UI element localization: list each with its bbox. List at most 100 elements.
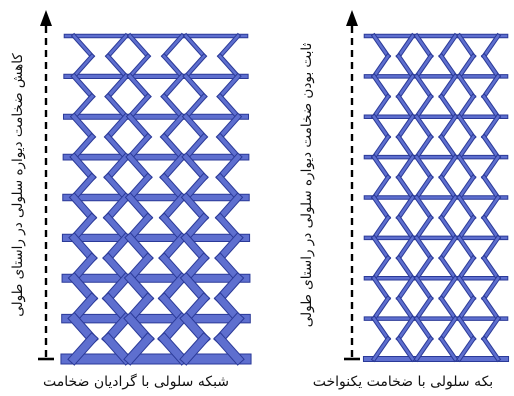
reentrant-strut	[69, 233, 97, 263]
reentrant-strut	[439, 316, 458, 341]
left-axis-arrow	[38, 10, 54, 361]
reentrant-strut	[439, 94, 458, 119]
reentrant-strut	[482, 337, 500, 361]
reentrant-strut	[105, 113, 129, 140]
reentrant-strut	[396, 135, 415, 159]
right-axis-label: ثابت بودن ضخامت دیواره سلولی در راستای ط…	[299, 43, 315, 328]
reentrant-strut	[161, 113, 185, 140]
reentrant-strut	[125, 253, 153, 283]
reentrant-strut	[68, 333, 98, 365]
reentrant-strut	[457, 135, 476, 159]
reentrant-strut	[414, 276, 433, 301]
reentrant-strut	[439, 337, 458, 361]
reentrant-strut	[439, 195, 458, 220]
right-axis-arrow	[344, 10, 360, 361]
reentrant-strut	[482, 236, 500, 260]
reentrant-strut	[104, 213, 130, 242]
reentrant-strut	[482, 114, 500, 139]
reentrant-strut	[182, 173, 208, 201]
reentrant-strut	[127, 94, 151, 120]
reentrant-strut	[159, 253, 187, 283]
reentrant-strut	[126, 173, 152, 201]
reentrant-strut	[69, 273, 97, 304]
reentrant-strut	[104, 153, 130, 181]
reentrant-strut	[457, 34, 476, 58]
reentrant-strut	[439, 175, 458, 200]
reentrant-strut	[216, 213, 242, 242]
reentrant-strut	[372, 175, 390, 200]
reentrant-strut	[182, 153, 208, 181]
reentrant-strut	[372, 337, 390, 361]
reentrant-strut	[160, 213, 186, 242]
reentrant-strut	[159, 233, 187, 263]
reentrant-strut	[414, 236, 433, 260]
reentrant-strut	[70, 153, 96, 181]
reentrant-strut	[161, 134, 185, 160]
reentrant-strut	[482, 54, 500, 79]
reentrant-strut	[70, 193, 96, 222]
reentrant-strut	[103, 253, 131, 283]
reentrant-strut	[180, 333, 210, 365]
reentrant-strut	[126, 213, 152, 242]
reentrant-strut	[396, 195, 415, 220]
reentrant-strut	[372, 34, 390, 58]
reentrant-strut	[372, 74, 390, 99]
reentrant-strut	[457, 337, 476, 361]
reentrant-strut	[414, 215, 433, 240]
reentrant-strut	[181, 253, 209, 283]
reentrant-strut	[127, 113, 151, 140]
reentrant-strut	[396, 175, 415, 200]
reentrant-strut	[414, 74, 433, 99]
reentrant-strut	[372, 296, 390, 321]
reentrant-strut	[105, 134, 129, 160]
reentrant-strut	[457, 236, 476, 260]
reentrant-strut	[184, 54, 206, 79]
reentrant-strut	[372, 54, 390, 79]
reentrant-strut	[160, 173, 186, 201]
reentrant-strut	[439, 215, 458, 240]
reentrant-strut	[128, 54, 150, 79]
reentrant-strut	[457, 74, 476, 99]
reentrant-strut	[482, 135, 500, 159]
reentrant-strut	[396, 256, 415, 281]
reentrant-strut	[104, 173, 130, 201]
reentrant-strut	[69, 253, 97, 283]
reentrant-strut	[106, 54, 128, 79]
reentrant-strut	[396, 94, 415, 119]
reentrant-strut	[414, 54, 433, 79]
reentrant-strut	[104, 193, 130, 222]
reentrant-strut	[414, 155, 433, 180]
reentrant-strut	[396, 155, 415, 180]
reentrant-strut	[372, 155, 390, 180]
reentrant-strut	[71, 74, 95, 99]
reentrant-strut	[70, 173, 96, 201]
reentrant-strut	[162, 34, 184, 59]
reentrant-strut	[71, 134, 95, 160]
reentrant-strut	[414, 195, 433, 220]
reentrant-strut	[125, 233, 153, 263]
reentrant-strut	[439, 34, 458, 58]
reentrant-strut	[158, 333, 188, 365]
reentrant-strut	[160, 153, 186, 181]
left-axis-label: کاهش ضخامت دیواره سلولی در راستای طولی	[10, 53, 26, 317]
reentrant-strut	[183, 94, 207, 120]
reentrant-strut	[457, 276, 476, 301]
reentrant-strut	[215, 273, 243, 304]
reentrant-strut	[457, 195, 476, 220]
reentrant-strut	[72, 54, 94, 79]
reentrant-strut	[457, 296, 476, 321]
reentrant-strut	[183, 134, 207, 160]
reentrant-strut	[160, 193, 186, 222]
reentrant-strut	[396, 316, 415, 341]
reentrant-strut	[457, 155, 476, 180]
reentrant-strut	[439, 114, 458, 139]
reentrant-strut	[396, 54, 415, 79]
reentrant-strut	[161, 94, 185, 120]
reentrant-strut	[103, 273, 131, 304]
left-caption: شبکه سلولی با گرادیان ضخامت	[43, 373, 229, 390]
reentrant-strut	[70, 213, 96, 242]
reentrant-strut	[396, 296, 415, 321]
reentrant-strut	[105, 74, 129, 99]
reentrant-strut	[414, 316, 433, 341]
